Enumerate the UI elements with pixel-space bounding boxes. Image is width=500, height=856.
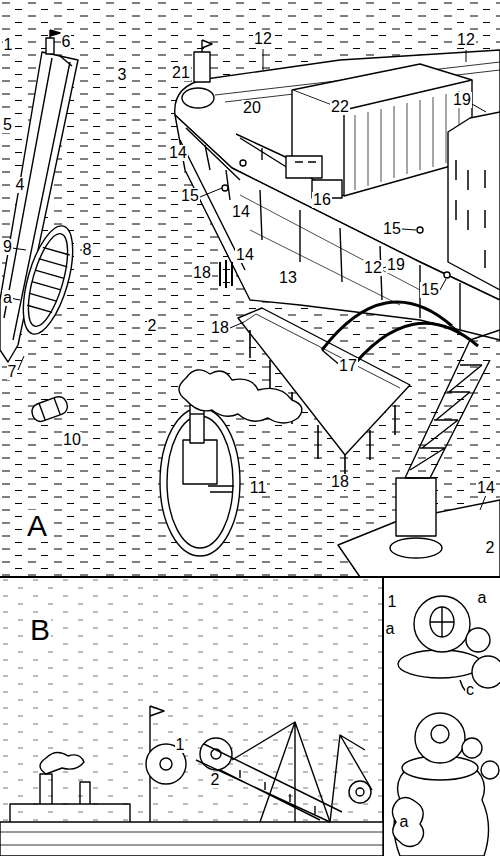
callout-number: 1 xyxy=(387,594,398,611)
callout-number: 15 xyxy=(420,282,440,299)
callout-number: 1 xyxy=(3,37,14,54)
callout-number: 21 xyxy=(171,65,191,82)
callout-number: 2 xyxy=(210,772,221,789)
callout-number: 1 xyxy=(175,737,186,754)
callout-number: 15 xyxy=(382,221,402,238)
callout-number: 18 xyxy=(192,265,212,282)
callout-number: 19 xyxy=(452,92,472,109)
callout-letter: a xyxy=(2,290,13,307)
panel-letter: A xyxy=(26,510,48,542)
callout-number: 16 xyxy=(312,192,332,209)
callout-number: 12 xyxy=(363,260,383,277)
callout-number: 2 xyxy=(485,540,496,557)
callout-number: 15 xyxy=(180,188,200,205)
callout-number: 13 xyxy=(278,270,298,287)
callout-number: 5 xyxy=(2,117,13,134)
callout-number: 18 xyxy=(210,320,230,337)
callout-number: 4 xyxy=(15,177,26,194)
callout-number: 19 xyxy=(386,257,406,274)
callout-number: 14 xyxy=(476,480,496,497)
callout-number: 14 xyxy=(231,204,251,221)
panel-letter: B xyxy=(29,614,51,646)
callout-number: 18 xyxy=(330,474,350,491)
callout-letter: a xyxy=(385,621,396,638)
callout-number: 14 xyxy=(235,247,255,264)
callout-number: 20 xyxy=(242,100,262,117)
callout-number: 14 xyxy=(168,145,188,162)
callout-number: 9 xyxy=(2,239,13,256)
callout-number: 2 xyxy=(147,318,158,335)
callout-number: 12 xyxy=(253,31,273,48)
callout-number: 17 xyxy=(338,358,358,375)
callout-letter: c xyxy=(465,682,475,699)
callout-number: 11 xyxy=(249,480,268,497)
callout-number: 6 xyxy=(61,34,72,51)
callout-number: 8 xyxy=(82,242,93,259)
callout-letter: a xyxy=(399,814,410,831)
callout-number: 3 xyxy=(117,67,128,84)
callout-number: 7 xyxy=(7,364,18,381)
callout-number: 22 xyxy=(330,99,350,116)
callout-number: 10 xyxy=(62,432,82,449)
callout-letter: a xyxy=(477,590,488,607)
callout-number: 12 xyxy=(456,32,476,49)
